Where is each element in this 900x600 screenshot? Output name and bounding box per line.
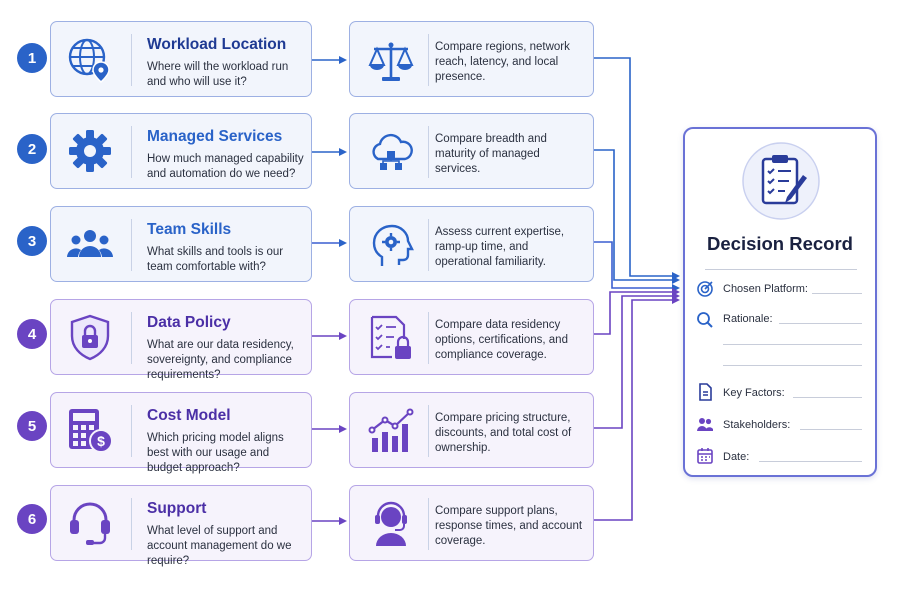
field-line[interactable] (723, 344, 862, 345)
shield-lock-icon (70, 314, 110, 361)
record-title: Decision Record (707, 233, 853, 254)
connector-6 (594, 296, 680, 521)
factor-card-cost-model[interactable]: $ Cost Model Which pricing model aligns … (50, 392, 312, 474)
factor-card-managed-services[interactable]: Managed Services How much managed capabi… (50, 113, 312, 189)
field-chosen-platform: Chosen Platform: (723, 283, 808, 295)
step-number-5: 5 (17, 411, 47, 441)
factor-question: What level of support and account manage… (147, 525, 292, 567)
field-line[interactable] (812, 293, 862, 294)
factor-question: What skills and tools is our team comfor… (147, 246, 284, 273)
compare-description: Compare breadth and maturity of managed … (435, 133, 547, 175)
compare-description: Compare support plans, response times, a… (435, 505, 583, 547)
compare-card-team-skills[interactable]: Assess current expertise, ramp-up time, … (349, 206, 594, 282)
calculator-dollar-icon: $ (69, 409, 113, 453)
bar-chart-trend-icon (368, 408, 414, 452)
compare-description: Compare pricing structure, discounts, an… (435, 412, 572, 454)
scales-icon (368, 42, 414, 81)
divider (705, 269, 857, 270)
connector-2 (594, 149, 680, 284)
headset-icon (70, 502, 110, 545)
field-line[interactable] (793, 397, 862, 398)
compare-description: Compare data residency options, certific… (435, 319, 568, 361)
compare-card-support[interactable]: Compare support plans, response times, a… (349, 485, 594, 561)
step-number-4: 4 (17, 319, 47, 349)
field-date: Date: (723, 451, 750, 463)
factor-question: Where will the workload run and who will… (147, 61, 289, 88)
connector-4 (594, 288, 680, 335)
svg-text:$: $ (97, 433, 105, 449)
globe-pin-icon (68, 38, 110, 83)
clipboard-check-icon (742, 142, 820, 220)
magnifier-icon (697, 312, 713, 328)
gear-icon (69, 130, 111, 172)
field-line[interactable] (779, 323, 862, 324)
field-line[interactable] (759, 461, 862, 462)
head-gear-icon (372, 224, 414, 266)
decision-record-card[interactable]: Decision Record Chosen Platform: Rationa… (683, 127, 877, 477)
factor-title: Team Skills (147, 221, 232, 238)
field-stakeholders: Stakeholders: (723, 419, 791, 431)
compare-card-managed-services[interactable]: Compare breadth and maturity of managed … (349, 113, 594, 189)
people-icon (697, 418, 713, 431)
factor-card-data-policy[interactable]: Data Policy What are our data residency,… (50, 299, 312, 381)
team-icon (67, 230, 113, 257)
calendar-icon (697, 448, 713, 464)
factor-question: How much managed capability and automati… (147, 153, 304, 180)
step-number-2: 2 (17, 134, 47, 164)
factor-title: Workload Location (147, 36, 287, 53)
factor-title: Cost Model (147, 407, 231, 424)
compare-card-data-policy[interactable]: Compare data residency options, certific… (349, 299, 594, 375)
factor-card-support[interactable]: Support What level of support and accoun… (50, 485, 312, 567)
compare-description: Assess current expertise, ramp-up time, … (435, 226, 565, 268)
agent-icon (375, 501, 407, 546)
step-number-6: 6 (17, 504, 47, 534)
factor-card-workload-location[interactable]: Workload Location Where will the workloa… (50, 21, 312, 97)
connector-5 (594, 292, 680, 429)
compare-description: Compare regions, network reach, latency,… (435, 41, 570, 83)
compare-card-cost-model[interactable]: Compare pricing structure, discounts, an… (349, 392, 594, 468)
step-number-3: 3 (17, 226, 47, 256)
document-icon (699, 383, 712, 401)
field-rationale: Rationale: (723, 313, 773, 325)
factor-title: Data Policy (147, 314, 231, 331)
factor-title: Support (147, 500, 207, 517)
factor-title: Managed Services (147, 128, 283, 145)
target-icon (697, 281, 713, 297)
connector-1 (594, 57, 680, 280)
checklist-lock-icon (370, 315, 411, 359)
field-line[interactable] (800, 429, 862, 430)
cloud-network-icon (372, 133, 413, 170)
factor-question: Which pricing model aligns best with our… (147, 432, 284, 474)
compare-card-workload-location[interactable]: Compare regions, network reach, latency,… (349, 21, 594, 97)
connector-3 (594, 241, 680, 292)
factor-question: What are our data residency, sovereignty… (147, 339, 294, 381)
field-key-factors: Key Factors: (723, 387, 785, 399)
factor-card-team-skills[interactable]: Team Skills What skills and tools is our… (50, 206, 312, 282)
field-line[interactable] (723, 365, 862, 366)
step-number-1: 1 (17, 43, 47, 73)
